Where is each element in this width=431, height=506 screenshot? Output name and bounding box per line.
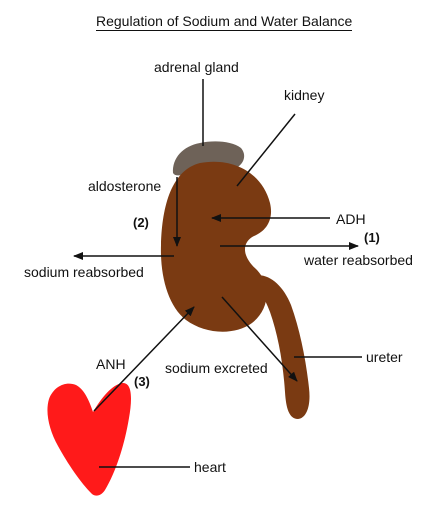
label-ureter: ureter (366, 349, 403, 365)
label-adrenal-gland: adrenal gland (154, 59, 239, 75)
label-step-2: (2) (133, 215, 149, 231)
label-water-reabsorbed: water reabsorbed (304, 252, 413, 268)
label-step-1: (1) (364, 230, 380, 246)
label-sodium-reabsorbed: sodium reabsorbed (24, 264, 144, 280)
label-kidney: kidney (284, 87, 324, 103)
kidney-pointer (237, 114, 295, 186)
label-step-3: (3) (134, 374, 150, 390)
diagram-title: Regulation of Sodium and Water Balance (96, 13, 352, 31)
label-adh: ADH (336, 211, 366, 227)
label-aldosterone: aldosterone (88, 178, 161, 194)
label-anh: ANH (96, 356, 126, 372)
label-heart: heart (194, 459, 226, 475)
heart-shape (47, 383, 131, 496)
label-sodium-excreted: sodium excreted (165, 360, 268, 376)
